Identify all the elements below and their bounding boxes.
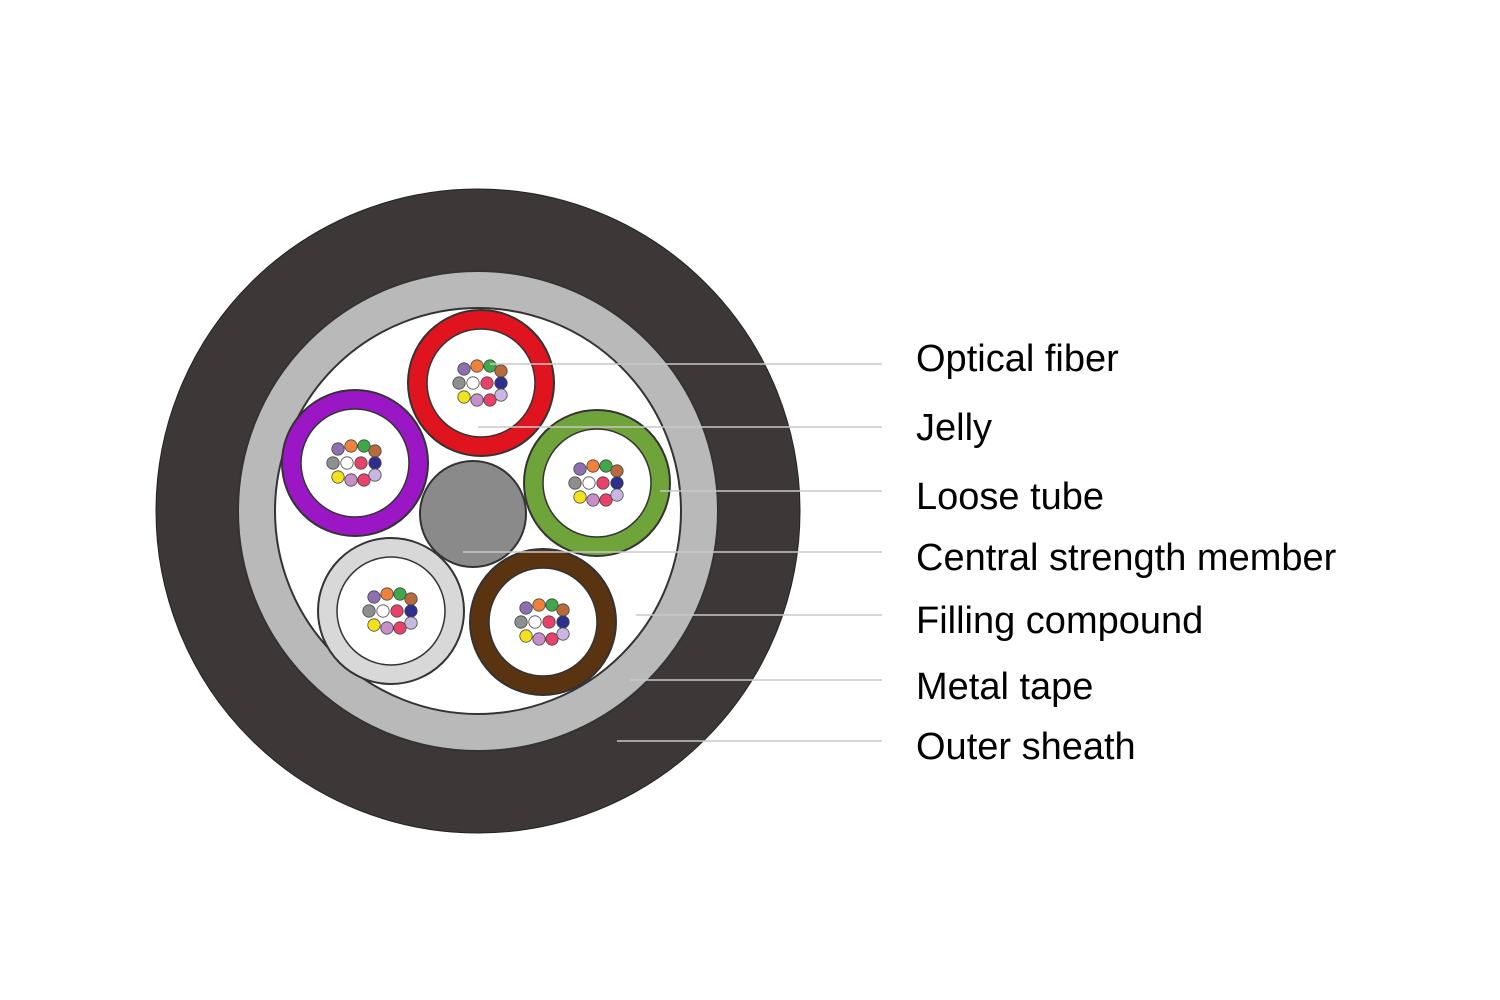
- optical-fiber: [344, 439, 358, 453]
- central-strength-member: [419, 460, 527, 568]
- optical-fiber: [393, 587, 407, 601]
- optical-fiber: [457, 390, 471, 404]
- optical-fiber: [582, 476, 596, 490]
- optical-fiber: [367, 618, 381, 632]
- optical-fiber: [368, 456, 382, 470]
- optical-fiber: [380, 587, 394, 601]
- optical-fiber: [545, 598, 559, 612]
- optical-fiber: [596, 476, 610, 490]
- optical-fiber: [528, 615, 542, 629]
- optical-fiber: [331, 442, 345, 456]
- optical-fiber: [357, 439, 371, 453]
- optical-fiber: [556, 615, 570, 629]
- optical-fiber: [519, 629, 533, 643]
- optical-fiber: [393, 621, 407, 635]
- optical-fiber: [610, 464, 624, 478]
- optical-fiber: [586, 459, 600, 473]
- label-metal-tape: Metal tape: [916, 666, 1093, 708]
- optical-fiber: [494, 364, 508, 378]
- optical-fiber: [532, 632, 546, 646]
- optical-fiber: [556, 627, 570, 641]
- loose-tube-white: [317, 537, 465, 685]
- loose-tube-purple: [281, 389, 429, 537]
- optical-fiber: [344, 473, 358, 487]
- optical-fiber: [542, 615, 556, 629]
- loose-tube-brown: [469, 548, 617, 696]
- loose-tubes: [281, 309, 671, 696]
- optical-fiber: [480, 376, 494, 390]
- optical-fiber: [610, 488, 624, 502]
- optical-fiber: [568, 476, 582, 490]
- label-loose-tube: Loose tube: [916, 476, 1104, 518]
- optical-fiber: [514, 615, 528, 629]
- optical-fiber: [610, 476, 624, 490]
- leader-lines: [463, 363, 882, 742]
- optical-fiber: [573, 462, 587, 476]
- optical-fiber: [331, 470, 345, 484]
- loose-tube-red: [407, 309, 555, 457]
- optical-fiber: [573, 490, 587, 504]
- optical-fiber: [483, 359, 497, 373]
- optical-fiber: [532, 598, 546, 612]
- optical-fiber: [404, 616, 418, 630]
- optical-fiber: [326, 456, 340, 470]
- optical-fiber: [545, 632, 559, 646]
- labels: Optical fiber Jelly Loose tube Central s…: [916, 338, 1337, 768]
- optical-fiber: [470, 359, 484, 373]
- optical-fiber: [376, 604, 390, 618]
- optical-fiber: [599, 493, 613, 507]
- optical-fiber: [466, 376, 480, 390]
- loose-tube-green: [523, 409, 671, 557]
- label-outer-sheath: Outer sheath: [916, 726, 1136, 768]
- optical-fiber: [452, 376, 466, 390]
- optical-fiber: [457, 362, 471, 376]
- label-jelly: Jelly: [916, 407, 992, 449]
- label-central-strength-member: Central strength member: [916, 537, 1337, 579]
- optical-fiber: [470, 393, 484, 407]
- optical-fiber: [380, 621, 394, 635]
- optical-fiber: [340, 456, 354, 470]
- label-optical-fiber: Optical fiber: [916, 338, 1119, 380]
- optical-fiber: [362, 604, 376, 618]
- optical-fiber: [494, 388, 508, 402]
- optical-fiber: [368, 444, 382, 458]
- cable: [155, 188, 801, 834]
- optical-fiber: [354, 456, 368, 470]
- optical-fiber: [494, 376, 508, 390]
- optical-fiber: [390, 604, 404, 618]
- optical-fiber: [367, 590, 381, 604]
- optical-fiber: [483, 393, 497, 407]
- optical-fiber: [599, 459, 613, 473]
- optical-fiber: [357, 473, 371, 487]
- optical-fiber: [586, 493, 600, 507]
- optical-fiber: [556, 603, 570, 617]
- optical-fiber: [404, 592, 418, 606]
- optical-fiber: [519, 601, 533, 615]
- optical-fiber: [404, 604, 418, 618]
- optical-fiber: [368, 468, 382, 482]
- label-filling-compound: Filling compound: [916, 600, 1203, 642]
